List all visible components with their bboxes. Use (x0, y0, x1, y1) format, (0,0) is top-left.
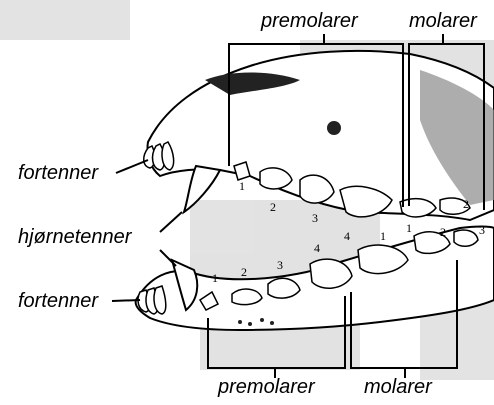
lower-tooth-number: 2 (440, 226, 446, 238)
upper-tooth-number: 2 (463, 198, 469, 210)
lower-tooth-number: 3 (479, 224, 485, 236)
label-fortenner-upper: fortenner (18, 163, 98, 183)
lower-tooth-number: 3 (277, 259, 283, 271)
lower-tooth-number: 4 (314, 242, 320, 254)
upper-tooth-number: 3 (312, 212, 318, 224)
label-fortenner-lower: fortenner (18, 291, 98, 311)
label-molarer-top: molarer (409, 11, 477, 31)
foramen (327, 121, 341, 135)
label-hjornetenner: hjørnetenner (18, 227, 131, 247)
upper-tooth-number: 1 (239, 180, 245, 192)
upper-tooth-number: 4 (344, 230, 350, 242)
lower-tooth-number: 1 (380, 230, 386, 242)
label-premolarer-top: premolarer (261, 11, 358, 31)
label-molarer-bottom: molarer (364, 377, 432, 397)
lower-tooth-number: 1 (212, 272, 218, 284)
label-premolarer-bottom: premolarer (218, 377, 315, 397)
upper-tooth-number: 2 (270, 201, 276, 213)
upper-tooth-number: 1 (406, 222, 412, 234)
lower-tooth-number: 2 (241, 266, 247, 278)
